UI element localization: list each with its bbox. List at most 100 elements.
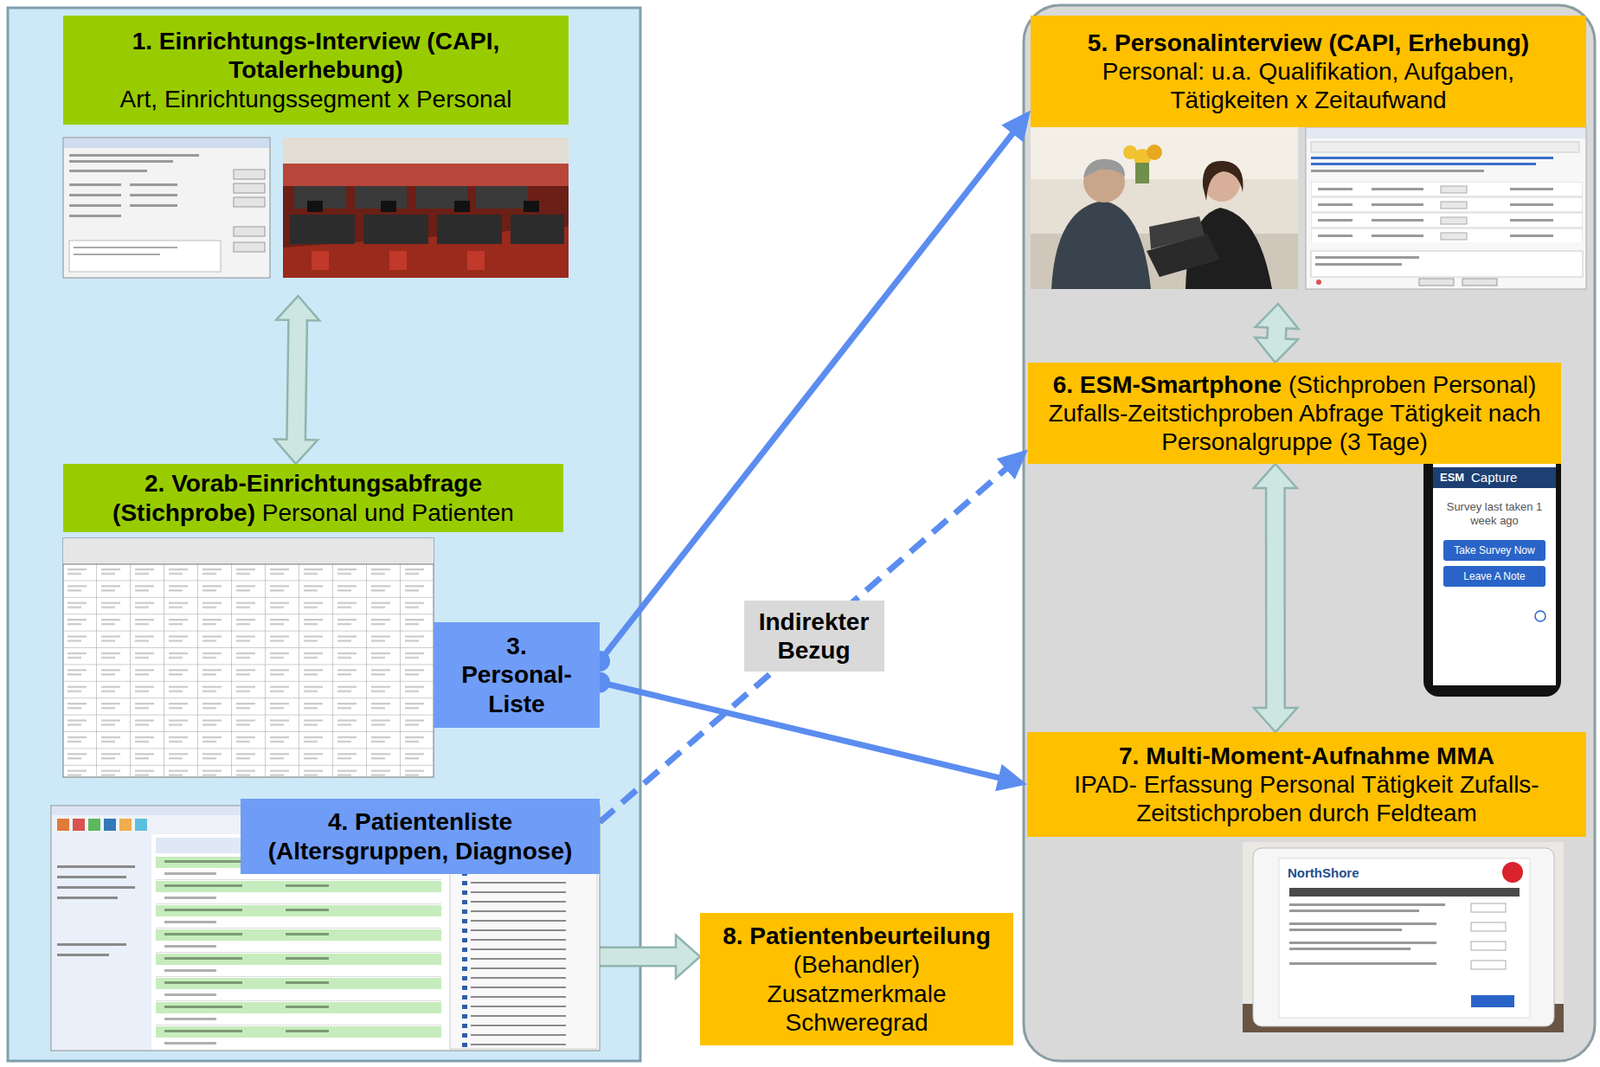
dialog-screenshot — [233, 226, 265, 237]
interview-photo — [1030, 127, 1298, 290]
software-screenshot — [1310, 181, 1583, 243]
survey-step-box: 1. Einrichtungs-Interview (CAPI, Totaler… — [63, 15, 569, 125]
survey-table — [63, 538, 434, 565]
patient-screenshot — [119, 818, 132, 831]
arrow-shaft — [589, 873, 681, 958]
survey-step-box: 2. Vorab-Einrichtungsabfrage (Stichprobe… — [63, 463, 564, 533]
survey-step-box: 6. ESM-Smartphone(Stichproben Personal)Z… — [1028, 362, 1562, 464]
survey-step-box: 5. Personalinterview (CAPI, Erhebung)Per… — [1030, 15, 1587, 128]
interview-photo — [1030, 127, 1298, 180]
software-screenshot — [1310, 162, 1536, 166]
box-text: Personal und Patienten — [262, 499, 515, 527]
patient-screenshot — [103, 818, 116, 831]
interview-photo — [1083, 159, 1125, 178]
dialog-screenshot — [233, 183, 265, 193]
tablet-illustration — [1289, 941, 1437, 945]
tablet-illustration — [1289, 887, 1520, 897]
arrow-shaft — [599, 132, 1014, 662]
dialog-screenshot — [73, 246, 178, 249]
text-line: 8. Patientenbeurteilung — [722, 921, 991, 951]
smartphone-illustration — [1443, 565, 1546, 587]
arrow-head — [1001, 110, 1031, 143]
connector-arrow — [599, 449, 1029, 823]
survey-table — [63, 538, 434, 778]
interview-photo — [1051, 200, 1151, 290]
call-center-photo — [523, 200, 540, 213]
dialog-screenshot — [233, 242, 265, 252]
button-text: Leave A Note — [1443, 570, 1546, 583]
call-center-photo — [289, 214, 355, 245]
software-screenshot — [1316, 279, 1322, 285]
dialog-screenshot — [63, 137, 270, 278]
text-line: 7. Multi-Moment-Aufnahme MMA — [1118, 741, 1495, 771]
call-center-photo — [282, 137, 569, 278]
box-text: IPAD- Erfassung Personal Tätigkeit Zufal… — [1073, 771, 1539, 827]
patient-screenshot — [72, 818, 85, 831]
interview-photo — [1202, 160, 1244, 201]
arrow-shaft — [599, 468, 1008, 823]
tablet-illustration — [1471, 995, 1515, 1008]
dialog-screenshot — [69, 154, 200, 157]
software-screenshot — [1310, 169, 1485, 173]
software-screenshot — [1310, 156, 1554, 160]
software-screenshot — [1305, 127, 1587, 290]
box-heading: 7. Multi-Moment-Aufnahme MMA — [1118, 742, 1495, 770]
dialog-screenshot — [129, 193, 178, 197]
dialog-screenshot — [73, 253, 161, 256]
box-text: (Stichproben Personal) — [1288, 371, 1536, 399]
dialog-screenshot — [69, 214, 122, 218]
survey-step-box: 7. Multi-Moment-Aufnahme MMAIPAD- Erfass… — [1027, 732, 1587, 837]
text-line: 6. ESM-Smartphone(Stichproben Personal) — [1053, 370, 1537, 399]
box-text: Art, Einrichtungssegment x Personal — [120, 85, 513, 113]
connector-arrow — [1253, 463, 1298, 733]
text-line: 3. Personal-Liste — [456, 631, 578, 718]
software-screenshot — [1305, 127, 1587, 290]
software-screenshot — [1419, 278, 1454, 286]
software-screenshot — [1462, 278, 1498, 286]
patient-screenshot — [57, 886, 135, 889]
dialog-screenshot — [64, 138, 270, 148]
text-line: 4. Patientenliste (Altersgruppen, Diagno… — [247, 807, 593, 865]
smartphone-illustration — [1535, 610, 1546, 622]
arrow-head — [1253, 463, 1298, 489]
left-panel — [7, 7, 641, 1061]
patient-screenshot — [57, 943, 127, 946]
connector-arrow — [274, 295, 320, 464]
dialog-screenshot — [63, 137, 270, 278]
box-text: (Behandler) Zusatzmerkmale Schweregrad — [767, 951, 947, 1035]
tablet-illustration — [1289, 947, 1411, 951]
box-text: Zufalls-Zeitstichproben Abfrage Tätigkei… — [1047, 399, 1541, 456]
dialog-screenshot — [69, 169, 148, 173]
call-center-photo — [363, 214, 429, 245]
call-center-photo — [454, 200, 470, 213]
dialog-screenshot — [69, 204, 122, 207]
dialog-screenshot — [69, 193, 122, 197]
box-heading: 3. Personal-Liste — [461, 632, 572, 717]
patient-screenshot — [57, 818, 70, 831]
text-line: (Behandler) Zusatzmerkmale Schweregrad — [761, 950, 952, 1036]
dialog-screenshot — [129, 183, 178, 187]
patient-screenshot — [57, 953, 110, 957]
box-heading: 6. ESM-Smartphone — [1053, 371, 1282, 399]
text-line: IPAD- Erfassung Personal Tätigkeit Zufal… — [1064, 770, 1549, 828]
call-center-photo — [467, 250, 485, 270]
arrow-head — [995, 764, 1028, 791]
tablet-illustration — [1289, 928, 1402, 932]
right-panel — [1023, 5, 1595, 1061]
dialog-screenshot — [233, 197, 265, 207]
call-center-photo — [510, 214, 565, 245]
button-text: Take Survey Now — [1443, 544, 1546, 557]
patient-screenshot — [57, 896, 118, 900]
tablet-illustration — [1471, 941, 1506, 951]
interview-photo — [1030, 127, 1298, 290]
survey-table — [63, 538, 434, 778]
arrow-shaft — [1266, 484, 1284, 712]
arrow-shaft — [589, 873, 677, 958]
connector-arrow — [1254, 303, 1299, 363]
dialog-screenshot — [129, 204, 178, 207]
interview-photo — [1135, 162, 1150, 184]
app-logo: ESM — [1439, 470, 1465, 485]
survey-step-box: 8. Patientenbeurteilung(Behandler) Zusat… — [700, 912, 1014, 1046]
tablet-illustration — [1289, 922, 1437, 926]
